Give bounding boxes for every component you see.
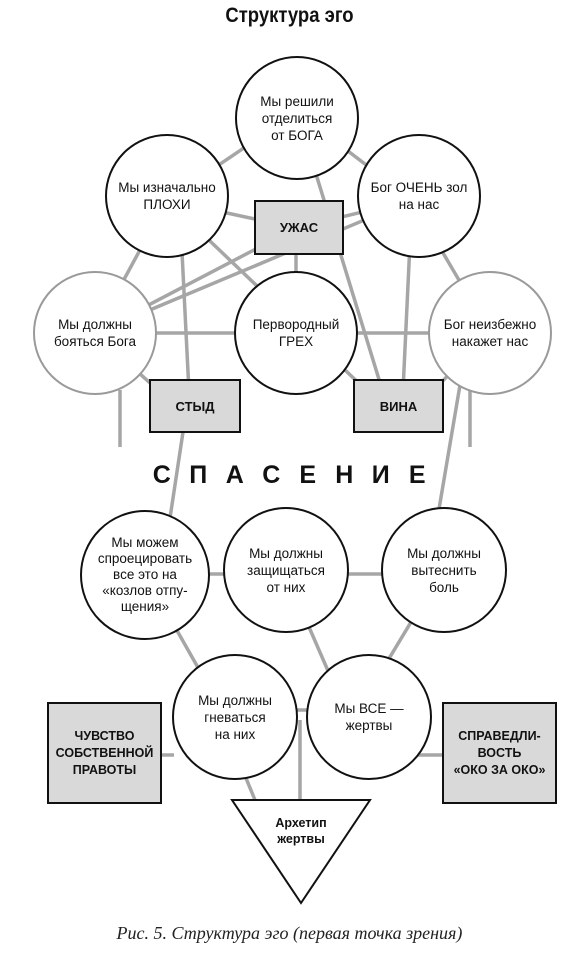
node-circle-punish <box>428 271 552 395</box>
node-circle-anger <box>172 654 298 780</box>
banner-letter: П <box>189 460 208 489</box>
banner-letter: И <box>371 460 390 489</box>
box-guilt: ВИНА <box>379 398 418 414</box>
box-righteous: ЧУВСТВО СОБСТВЕННОЙ ПРАВОТЫ <box>55 728 154 777</box>
banner-letter: С <box>262 460 281 489</box>
node-punish: Бог неизбежно накажет нас <box>443 317 537 349</box>
banner-letter: Н <box>335 460 354 489</box>
node-circle-angry-god <box>357 134 481 258</box>
box-rect-horror <box>254 200 344 255</box>
box-justice: СПРАВЕДЛИ- ВОСТЬ «ОКО ЗА ОКО» <box>453 728 546 777</box>
node-circle-bad <box>105 134 229 258</box>
node-project: Мы можем спроецировать все это на «козло… <box>97 535 193 614</box>
node-victims: Мы ВСЕ — жертвы <box>334 701 404 733</box>
box-rect-righteous <box>47 702 162 804</box>
node-circle-fear <box>33 271 157 395</box>
node-bad: Мы изначально ПЛОХИ <box>118 180 216 212</box>
box-rect-justice <box>442 702 557 804</box>
box-horror: УЖАС <box>279 220 319 235</box>
node-circle-repress <box>381 507 507 633</box>
banner-letter: С <box>152 460 171 489</box>
box-rect-guilt <box>353 379 444 433</box>
node-circle-project <box>80 510 210 640</box>
box-shame: СТЫД <box>175 398 215 414</box>
banner-letter: Е <box>408 460 426 489</box>
node-decided: Мы решили отделиться от БОГА <box>260 93 334 143</box>
node-sin: Первородный ГРЕХ <box>252 317 340 349</box>
node-circle-sin <box>234 271 358 395</box>
archetype-triangle <box>230 799 372 905</box>
node-fear: Мы должны бояться Бога <box>53 317 137 349</box>
node-circle-victims <box>306 654 432 780</box>
page-title: Структура эго <box>225 4 354 27</box>
node-defend: Мы должны защищаться от них <box>247 545 325 595</box>
banner-letter: А <box>225 460 244 489</box>
archetype-label: Архетип жертвы <box>275 816 327 846</box>
node-circle-defend <box>223 507 349 633</box>
box-rect-shame <box>149 379 241 433</box>
node-repress: Мы должны вытеснить боль <box>407 545 481 595</box>
node-anger: Мы должны гневаться на них <box>198 692 272 742</box>
banner-letter: Е <box>299 460 317 489</box>
node-circle-decided <box>235 56 359 180</box>
figure-caption: Рис. 5. Структура эго (первая точка зрен… <box>116 923 463 943</box>
node-angry-god: Бог ОЧЕНЬ зол на нас <box>370 180 468 212</box>
